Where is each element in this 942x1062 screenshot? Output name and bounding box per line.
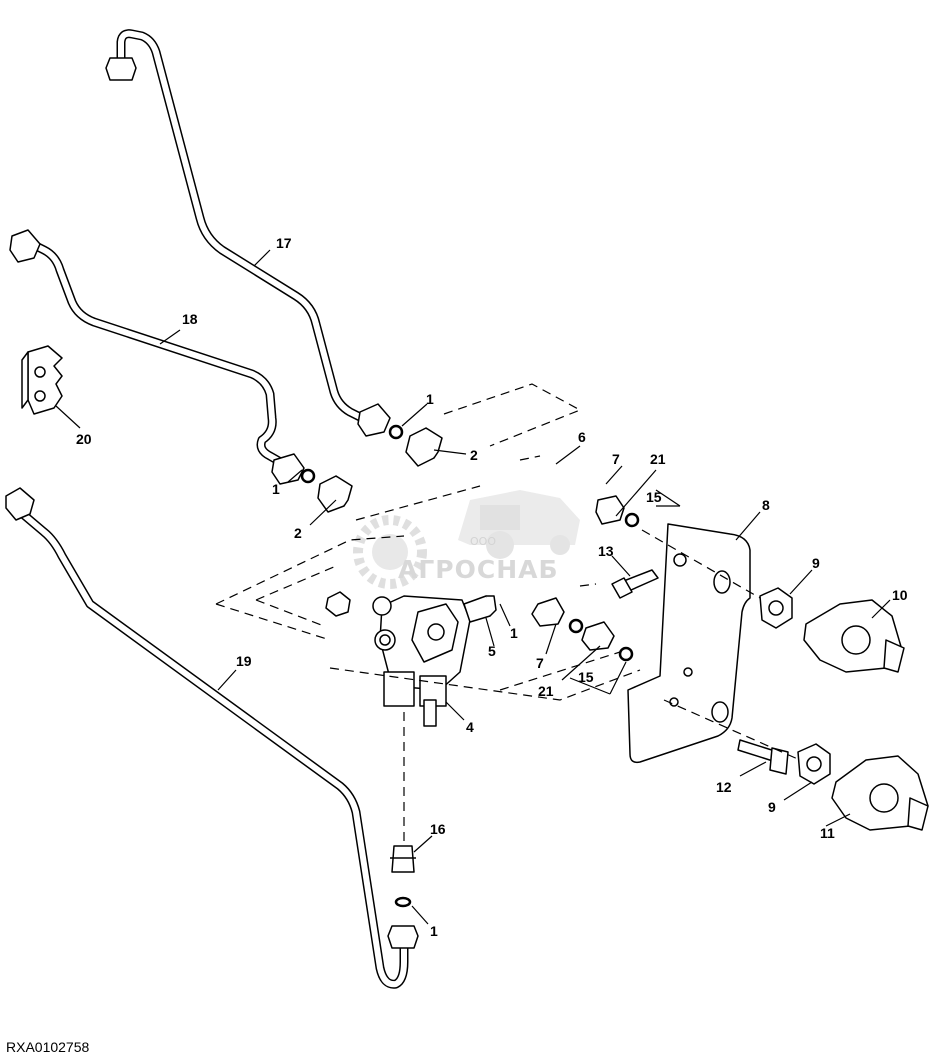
callout-12: 12: [716, 779, 732, 795]
fitting-7-upper: [595, 495, 640, 528]
callout-19: 19: [236, 653, 252, 669]
leader-lines: [55, 249, 891, 925]
callout-20: 20: [76, 431, 92, 447]
bolt-13: [611, 569, 659, 599]
watermark-prefix: ООО: [470, 535, 496, 548]
callout-9: 9: [812, 555, 820, 571]
callout-11: 11: [820, 825, 835, 841]
fitting-7-lower: [531, 597, 634, 662]
nut-9-upper: [759, 587, 793, 629]
callout-2: 2: [470, 447, 478, 463]
callout-15: 15: [646, 489, 662, 505]
callout-1: 1: [430, 923, 438, 939]
fitting-5: [463, 595, 497, 623]
watermark-brand: АГРОСНАБ: [398, 555, 559, 584]
callout-labels: 1 2 1 2 17 18 20 19 6 7 21 15 8 13 9 10 …: [76, 235, 908, 939]
callout-13: 13: [598, 543, 614, 559]
pipe-18: [9, 229, 305, 485]
callout-7: 7: [612, 451, 620, 467]
bracket-8: [627, 523, 751, 764]
pipe-19: [5, 487, 419, 989]
bolt-12: [737, 739, 789, 775]
callout-7: 7: [536, 655, 544, 671]
coupler-11: [831, 755, 929, 831]
callout-4: 4: [466, 719, 474, 735]
elbow-fitting-upper: [388, 424, 443, 467]
callout-8: 8: [762, 497, 770, 513]
callout-1: 1: [272, 481, 280, 497]
figure-reference: RXA0102758: [6, 1039, 90, 1055]
nut-9-lower: [797, 743, 831, 785]
callout-10: 10: [892, 587, 908, 603]
callout-15: 15: [578, 669, 594, 685]
callout-5: 5: [488, 643, 496, 659]
callout-9: 9: [768, 799, 776, 815]
valve-block-4: [325, 591, 471, 727]
callout-17: 17: [276, 235, 292, 251]
callout-21: 21: [538, 683, 554, 699]
callout-16: 16: [430, 821, 446, 837]
callout-21: 21: [650, 451, 666, 467]
clamp-20: [21, 345, 63, 415]
assembly-dashed-lines: [215, 383, 801, 846]
elbow-fitting-lower: [300, 468, 353, 513]
pipe-17: [105, 29, 391, 437]
callout-1: 1: [426, 391, 434, 407]
callout-2: 2: [294, 525, 302, 541]
callout-1: 1: [510, 625, 518, 641]
callout-18: 18: [182, 311, 198, 327]
coupler-10: [803, 599, 905, 673]
callout-6: 6: [578, 429, 586, 445]
fitting-16: [390, 845, 416, 908]
agrosnab-watermark: ООО АГРОСНАБ: [353, 490, 580, 589]
